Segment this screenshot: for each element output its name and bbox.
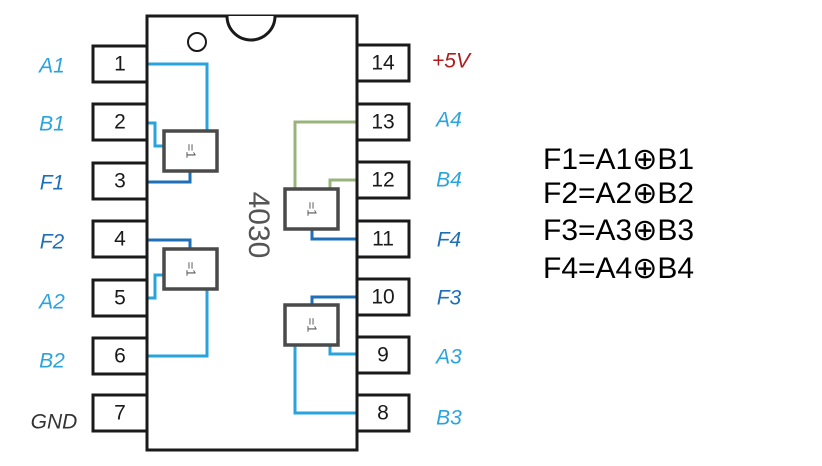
pin-signal-label: A1 xyxy=(37,55,65,78)
pin1-marker-dot xyxy=(187,32,207,52)
pin-signal-label: B1 xyxy=(39,113,65,136)
pin-number: 1 xyxy=(114,53,126,76)
xor-gate-2: =1 xyxy=(162,247,219,291)
pin-signal-label: GND xyxy=(31,411,78,434)
equation-f1: F1=A1⊕B1 xyxy=(543,143,694,176)
pin-signal-label: A3 xyxy=(434,346,462,369)
gate-label: =1 xyxy=(305,318,320,333)
wire-a3 xyxy=(328,345,357,356)
wire-a4 xyxy=(293,120,357,190)
pin-signal-label: A2 xyxy=(37,291,65,314)
pin-11: 11 F4 xyxy=(355,219,462,259)
pin-10: 10 F3 xyxy=(355,277,462,317)
pin-signal-label: B4 xyxy=(436,169,462,192)
chip-notch xyxy=(225,15,277,42)
wire-a1 xyxy=(147,62,209,131)
wire-f4 xyxy=(310,228,357,241)
pin-3: 3 F1 xyxy=(40,161,149,201)
pin-number: 11 xyxy=(372,228,394,251)
pin-7: 7 GND xyxy=(31,393,149,434)
gate-label: =1 xyxy=(184,262,199,277)
wire-b4 xyxy=(328,178,357,190)
pin-number: 5 xyxy=(114,287,126,310)
wire-f2 xyxy=(147,238,192,250)
chip-body xyxy=(145,14,359,452)
pin-number: 14 xyxy=(371,52,395,75)
equation-list: F1=A1⊕B1 F2=A2⊕B2 F3=A3⊕B3 F4=A4⊕B4 xyxy=(543,143,694,285)
pin-number: 6 xyxy=(114,345,126,368)
gate-label: =1 xyxy=(305,202,320,217)
pin-1: 1 A1 xyxy=(37,44,149,84)
pin-signal-label: B3 xyxy=(436,407,462,430)
pin-6: 6 B2 xyxy=(39,336,149,376)
pin-signal-label: F2 xyxy=(40,231,65,254)
pin-signal-label: +5V xyxy=(432,50,472,73)
wire-a2 xyxy=(147,273,163,300)
pin-number: 7 xyxy=(114,402,126,425)
xor-gate-1: =1 xyxy=(162,129,219,173)
pin-signal-label: F4 xyxy=(437,229,462,252)
pin-number: 8 xyxy=(377,402,389,425)
pin-2: 2 B1 xyxy=(39,102,149,142)
pin-12: 12 B4 xyxy=(355,160,462,200)
equation-f4: F4=A4⊕B4 xyxy=(543,252,694,285)
pin-signal-label: F1 xyxy=(40,172,65,195)
pin-signal-label: B2 xyxy=(39,350,65,373)
pin-number: 12 xyxy=(371,169,394,192)
pin-number: 4 xyxy=(114,228,126,251)
equation-f2: F2=A2⊕B2 xyxy=(543,177,694,210)
wire-b2 xyxy=(147,289,209,358)
xor-gate-3: =1 xyxy=(283,303,340,347)
pin-number: 2 xyxy=(114,111,126,134)
pin-5: 5 A2 xyxy=(37,278,149,318)
pin-4: 4 F2 xyxy=(40,219,149,259)
pin-9: 9 A3 xyxy=(355,335,462,375)
equation-f3: F3=A3⊕B3 xyxy=(543,214,694,247)
pin-number: 13 xyxy=(371,111,394,134)
pin-number: 9 xyxy=(377,344,389,367)
pin-number: 10 xyxy=(371,286,394,309)
wire-f1 xyxy=(147,170,192,184)
pin-13: 13 A4 xyxy=(355,102,462,142)
pin-8: 8 B3 xyxy=(355,393,462,433)
pin-signal-label: F3 xyxy=(437,287,462,310)
wire-f3 xyxy=(310,295,357,306)
wire-b3 xyxy=(293,345,357,415)
xor-gate-4: =1 xyxy=(283,187,340,231)
pin-number: 3 xyxy=(114,170,126,193)
wire-b1 xyxy=(147,121,163,148)
gate-label: =1 xyxy=(184,144,199,159)
pin-signal-label: A4 xyxy=(434,109,462,132)
pin-14: 14 +5V xyxy=(355,43,472,83)
chip-label: 4030 xyxy=(242,192,275,259)
